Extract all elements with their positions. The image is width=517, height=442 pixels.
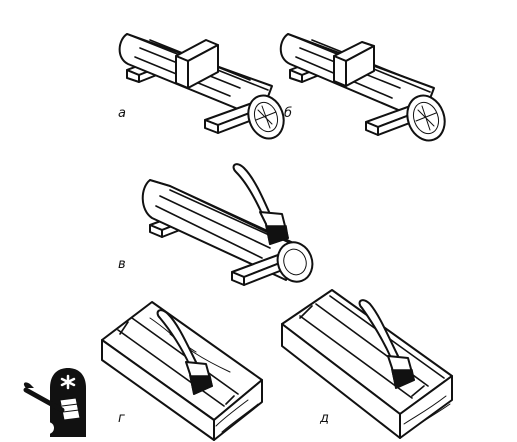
log-notch-edge-v — [149, 179, 297, 247]
panel-b-drawing: б — [279, 33, 446, 142]
axe-v — [232, 163, 289, 245]
panel-v-drawing: в — [118, 163, 314, 286]
axe-handle-g — [156, 309, 197, 367]
wood-grain-d — [403, 395, 451, 433]
chock-b — [333, 41, 375, 87]
panel-label-d: д — [319, 411, 329, 426]
axe-handle-v — [232, 163, 271, 219]
panel-label-g: г — [118, 411, 125, 426]
timber-end-d — [399, 375, 453, 439]
timber-end-g — [213, 379, 263, 441]
panel-a-drawing: а — [118, 33, 285, 140]
axe-d — [358, 299, 415, 390]
panel-g-drawing: г — [101, 301, 263, 441]
worker-with-axe-icon — [23, 368, 86, 437]
log-bark-lines-v — [155, 189, 281, 259]
axe-g — [156, 309, 213, 396]
panel-label-b: б — [284, 106, 292, 121]
chock-a — [175, 39, 219, 89]
panel-label-v: в — [118, 257, 126, 272]
panel-label-a: а — [118, 106, 126, 121]
axe-handle-d — [358, 299, 399, 361]
panel-d-drawing: д — [281, 289, 453, 439]
